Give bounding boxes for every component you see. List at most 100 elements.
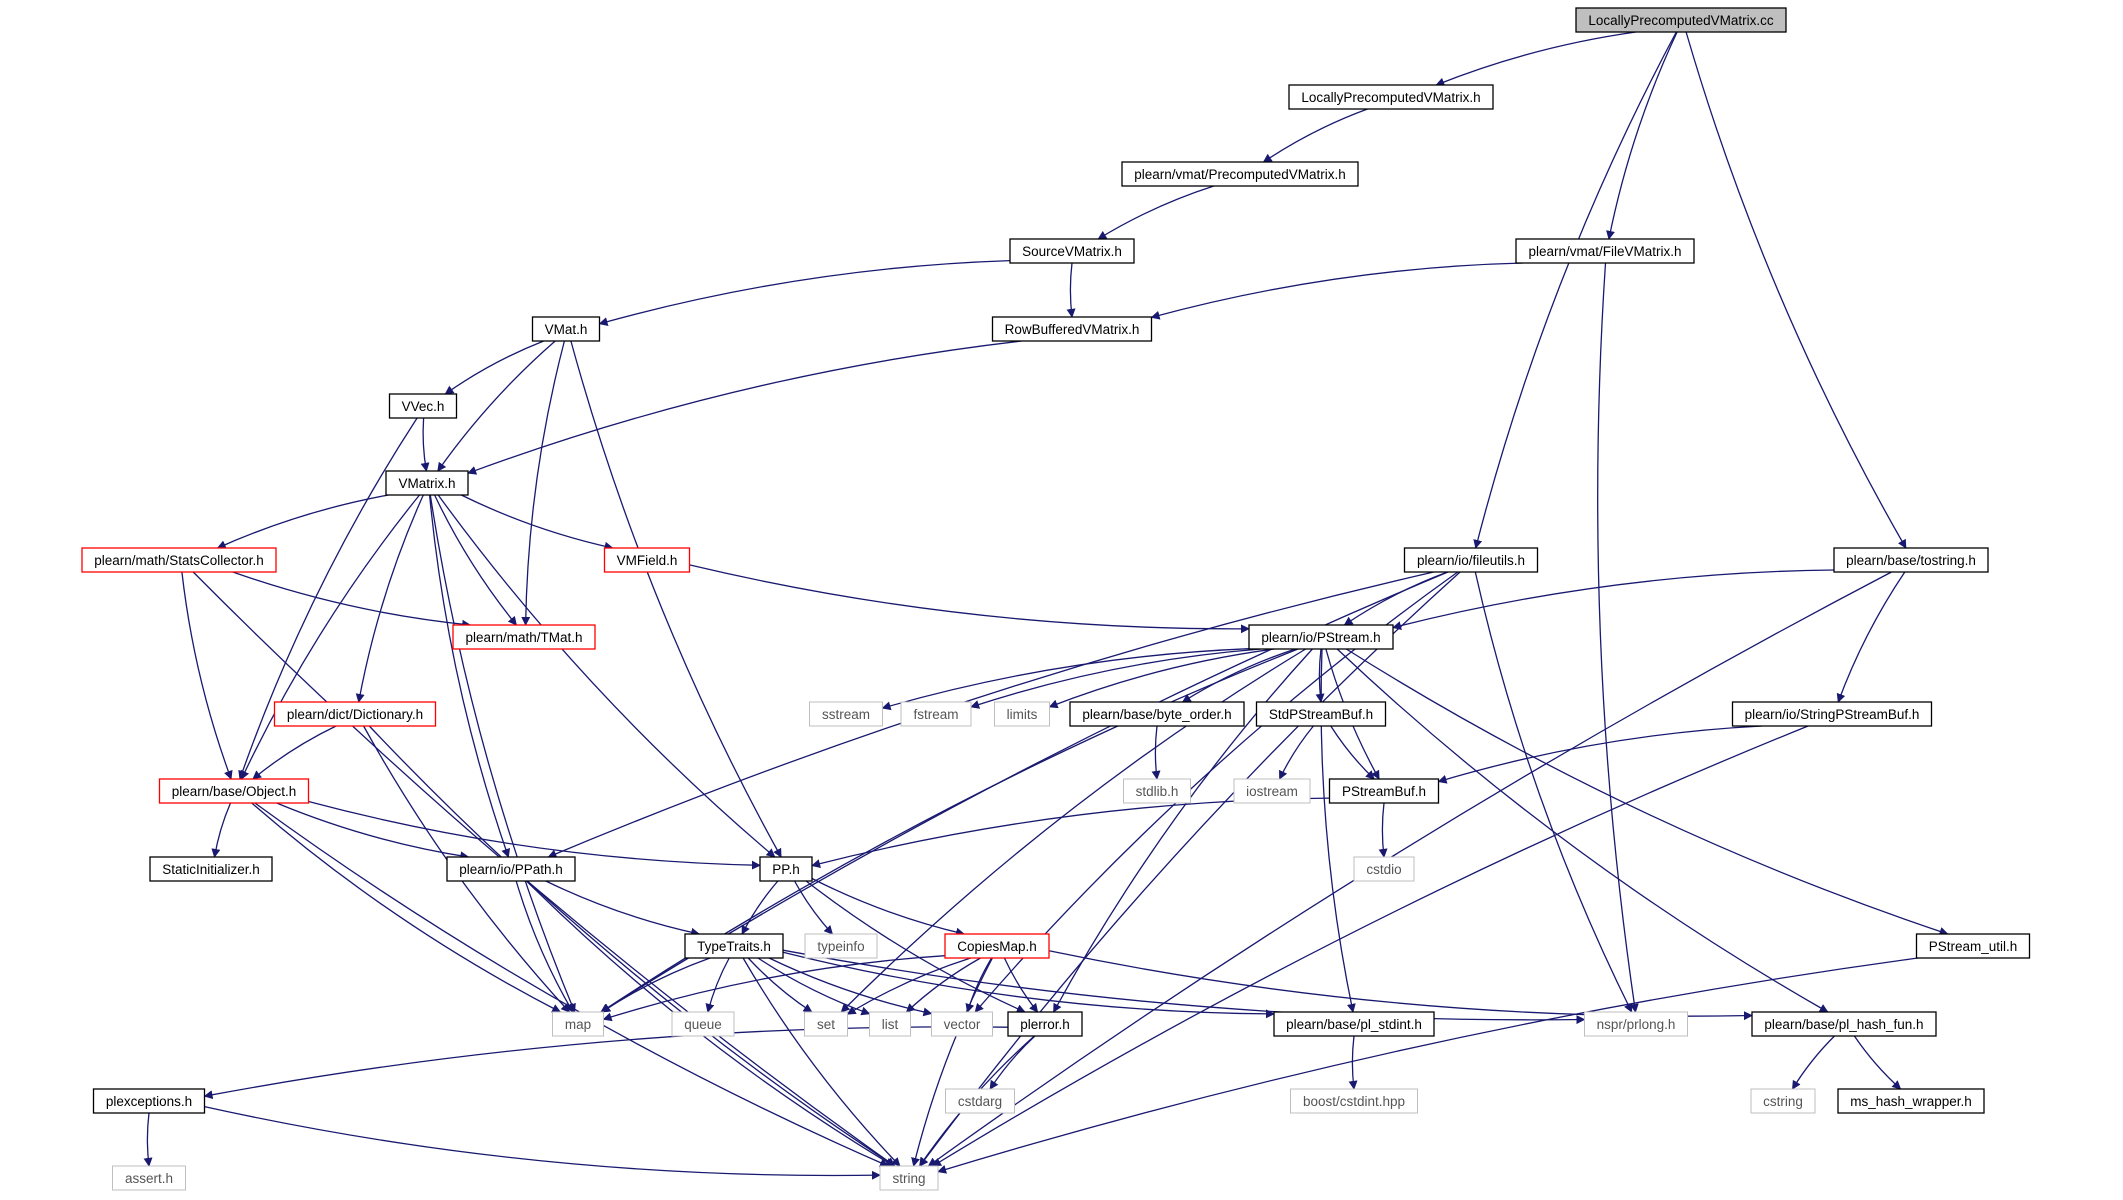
node-label: cstdarg: [958, 1094, 1002, 1109]
node-fileutils-h[interactable]: plearn/io/fileutils.h: [1403, 547, 1539, 573]
edge-plerror_h-to-cstdarg: [989, 1035, 1036, 1090]
edge-typetraits_h-to-prlong_h: [782, 949, 1586, 1025]
edge-typetraits_h-to-list: [757, 957, 871, 1016]
edge-plhash_h-to-mshash_h: [1853, 1035, 1902, 1090]
node-lpvm-h[interactable]: LocallyPrecomputedVMatrix.h: [1288, 84, 1494, 110]
node-mshash-h[interactable]: ms_hash_wrapper.h: [1837, 1088, 1985, 1114]
node-box: [1233, 778, 1311, 804]
node-byteorder-h[interactable]: plearn/base/byte_order.h: [1069, 701, 1245, 727]
edge-vmat_h-to-tmat_h: [521, 340, 566, 626]
node-box: [945, 1088, 1015, 1114]
edge-rbvm_h-to-vmatrix_h: [467, 340, 1022, 475]
node-label: plearn/base/pl_stdint.h: [1286, 1017, 1422, 1032]
node-tostring-h[interactable]: plearn/base/tostring.h: [1833, 547, 1989, 573]
node-box: [879, 1165, 939, 1191]
edge-vmatrix_h-to-object_h: [240, 494, 421, 780]
node-box: [1069, 701, 1245, 727]
edge-root-to-tostring_h: [1685, 31, 1907, 549]
node-box: [1403, 547, 1539, 573]
node-copiesmap-h[interactable]: CopiesMap.h: [944, 933, 1050, 959]
node-object-h[interactable]: plearn/base/Object.h: [158, 778, 310, 804]
node-label: LocallyPrecomputedVMatrix.h: [1301, 90, 1480, 105]
edge-object_h-to-ppath_h: [276, 802, 470, 861]
edge-copiesmap_h-to-string: [911, 957, 993, 1167]
node-plstdint-h[interactable]: plearn/base/pl_stdint.h: [1273, 1011, 1435, 1037]
node-box: [809, 701, 883, 727]
node-box: [1328, 778, 1440, 804]
edge-pstream_h-to-plerror_h: [1053, 648, 1313, 1013]
edge-root-to-lpvm_h: [1435, 31, 1636, 87]
edge-vvec_h-to-vmatrix_h: [420, 417, 430, 472]
node-plerror-h[interactable]: plerror.h: [1007, 1011, 1083, 1037]
edge-copiesmap_h-to-set: [846, 957, 971, 1015]
node-svm-h[interactable]: SourceVMatrix.h: [1009, 238, 1135, 264]
node-label: typeinfo: [817, 939, 864, 954]
node-box: [1750, 1088, 1816, 1114]
edge-pstream_h-to-fstream: [970, 648, 1262, 709]
node-box: [112, 1165, 186, 1191]
node-fvm-h[interactable]: plearn/vmat/FileVMatrix.h: [1515, 238, 1695, 264]
node-vmatrix-h[interactable]: VMatrix.h: [385, 470, 469, 496]
edge-lpvm_h-to-pvm_h: [1262, 108, 1368, 163]
node-label: TypeTraits.h: [697, 939, 771, 954]
node-stdpsb-h[interactable]: StdPStreamBuf.h: [1255, 701, 1387, 727]
node-box: [759, 856, 813, 882]
file-nodes: LocallyPrecomputedVMatrix.ccLocallyPreco…: [81, 7, 2031, 1191]
node-psb-h[interactable]: PStreamBuf.h: [1328, 778, 1440, 804]
node-box: [446, 856, 576, 882]
node-box: [552, 1011, 604, 1037]
node-label: plearn/dict/Dictionary.h: [287, 707, 423, 722]
edge-typetraits_h-to-set: [747, 957, 813, 1013]
node-box: [149, 856, 273, 882]
node-tmat-h[interactable]: plearn/math/TMat.h: [452, 624, 596, 650]
edge-pp_h-to-typeinfo: [794, 880, 834, 935]
edge-object_h-to-staticinit_h: [211, 802, 232, 858]
node-label: plearn/math/TMat.h: [465, 630, 582, 645]
node-box: [273, 701, 437, 727]
node-box: [92, 1088, 206, 1114]
node-vmat-h[interactable]: VMat.h: [531, 316, 601, 342]
node-box: [1248, 624, 1394, 650]
node-label: plearn/base/byte_order.h: [1082, 707, 1231, 722]
node-box: [1575, 7, 1787, 33]
node-staticinit-h[interactable]: StaticInitializer.h: [149, 856, 273, 882]
node-label: fstream: [913, 707, 958, 722]
node-plhash-h[interactable]: plearn/base/pl_hash_fun.h: [1751, 1011, 1937, 1037]
node-vvec-h[interactable]: VVec.h: [388, 393, 458, 419]
node-box: [944, 933, 1050, 959]
edge-typetraits_h-to-queue: [705, 957, 730, 1013]
node-box: [1837, 1088, 1985, 1114]
edge-fileutils_h-to-ppath_h: [547, 571, 1434, 859]
node-spsb-h[interactable]: plearn/io/StringPStreamBuf.h: [1731, 701, 1933, 727]
edge-dict_h-to-object_h: [252, 725, 337, 780]
node-typetraits-h[interactable]: TypeTraits.h: [684, 933, 784, 959]
node-sstream: sstream: [809, 701, 883, 727]
node-plexcept-h[interactable]: plexceptions.h: [92, 1088, 206, 1114]
edge-vmat_h-to-vvec_h: [444, 340, 544, 395]
node-box: [1751, 1011, 1937, 1037]
edge-root-to-fileutils_h: [1473, 31, 1677, 549]
node-pstream-h[interactable]: plearn/io/PStream.h: [1248, 624, 1394, 650]
edge-object_h-to-map: [251, 802, 562, 1013]
edge-dict_h-to-string: [368, 725, 896, 1167]
node-label: plearn/base/Object.h: [172, 784, 297, 799]
node-label: string: [892, 1171, 925, 1186]
node-box: [671, 1011, 735, 1037]
node-pvm-h[interactable]: plearn/vmat/PrecomputedVMatrix.h: [1121, 161, 1359, 187]
node-root[interactable]: LocallyPrecomputedVMatrix.cc: [1575, 7, 1787, 33]
node-ppath-h[interactable]: plearn/io/PPath.h: [446, 856, 576, 882]
node-label: plerror.h: [1020, 1017, 1070, 1032]
node-label: vector: [944, 1017, 981, 1032]
node-label: plearn/base/pl_hash_fun.h: [1764, 1017, 1923, 1032]
node-rbvm-h[interactable]: RowBufferedVMatrix.h: [991, 316, 1153, 342]
node-label: plearn/io/StringPStreamBuf.h: [1745, 707, 1920, 722]
node-pp-h[interactable]: PP.h: [759, 856, 813, 882]
node-stats-h[interactable]: plearn/math/StatsCollector.h: [81, 547, 277, 573]
node-vmfield-h[interactable]: VMField.h: [603, 547, 691, 573]
node-box: [1290, 1088, 1418, 1114]
node-label: stdlib.h: [1136, 784, 1179, 799]
node-label: RowBufferedVMatrix.h: [1005, 322, 1140, 337]
node-pstreamutil-h[interactable]: PStream_util.h: [1915, 933, 2031, 959]
edge-plhash_h-to-cstring: [1791, 1035, 1835, 1090]
node-dict-h[interactable]: plearn/dict/Dictionary.h: [273, 701, 437, 727]
